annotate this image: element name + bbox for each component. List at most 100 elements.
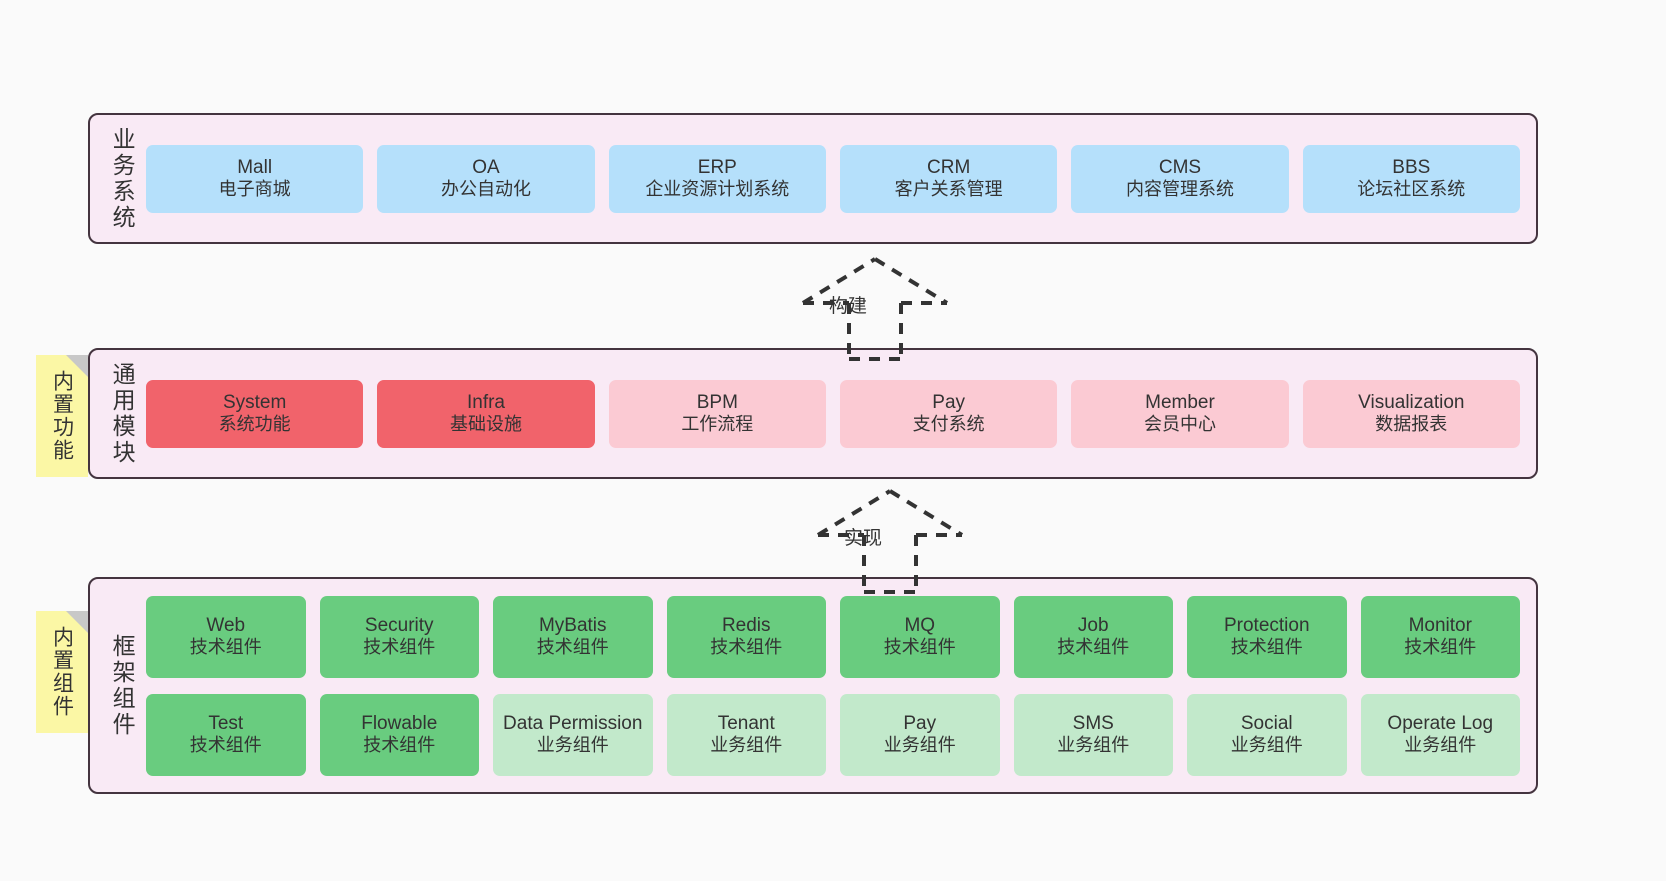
component-name: BPM: [696, 391, 738, 413]
component-name: Pay: [903, 712, 937, 734]
component-name: Infra: [466, 391, 505, 413]
component-name: Mall: [237, 156, 273, 178]
component-name: Test: [208, 712, 244, 734]
component-desc: 业务组件: [710, 735, 783, 756]
connector-build: 构建: [775, 255, 975, 361]
component-desc: 业务组件: [1404, 735, 1477, 756]
component-name: MyBatis: [538, 614, 607, 636]
note-tag-framework-component: 内置组件: [36, 611, 88, 733]
note-tag-label: 内置功能: [50, 370, 74, 462]
layer-title-business-system: 业务系统: [109, 126, 136, 231]
component-name: System: [222, 391, 287, 413]
connector-implement: 实现: [790, 487, 990, 594]
component-name: OA: [472, 156, 500, 178]
component-name: Flowable: [361, 712, 438, 734]
component-desc: 支付系统: [912, 414, 985, 435]
component-desc: 数据报表: [1375, 414, 1448, 435]
connector-label-build: 构建: [829, 296, 868, 317]
component-desc: 基础设施: [449, 414, 522, 435]
component-name: Member: [1145, 391, 1215, 413]
component-desc: 技术组件: [189, 735, 262, 756]
component-desc: 企业资源计划系统: [645, 179, 790, 200]
component-desc: 技术组件: [883, 637, 956, 658]
component-name: Visualization: [1358, 391, 1465, 413]
layer-title-framework-component: 框架组件: [109, 633, 136, 738]
component-desc: 技术组件: [1230, 637, 1303, 658]
component-name: Tenant: [717, 712, 775, 734]
component-name: ERP: [697, 156, 737, 178]
connector-label-implement: 实现: [844, 528, 883, 549]
component-name: CMS: [1158, 156, 1202, 178]
component-desc: 业务组件: [536, 735, 609, 756]
component-desc: 论坛社区系统: [1357, 179, 1466, 200]
component-desc: 业务组件: [883, 735, 956, 756]
component-name: CRM: [927, 156, 971, 178]
component-desc: 业务组件: [1057, 735, 1130, 756]
component-name: MQ: [904, 614, 936, 636]
component-name: Monitor: [1408, 614, 1472, 636]
component-name: Redis: [721, 614, 771, 636]
component-desc: 技术组件: [710, 637, 783, 658]
component-desc: 电子商城: [218, 179, 291, 200]
component-desc: 内容管理系统: [1125, 179, 1234, 200]
note-tag-common-module: 内置功能: [36, 355, 88, 477]
component-desc: 技术组件: [536, 637, 609, 658]
component-desc: 会员中心: [1143, 414, 1216, 435]
component-name: Protection: [1223, 614, 1310, 636]
component-name: Security: [364, 614, 434, 636]
note-tag-label: 内置组件: [50, 626, 74, 718]
layer-title-common-module: 通用模块: [109, 361, 136, 466]
component-desc: 技术组件: [189, 637, 262, 658]
component-desc: 系统功能: [218, 414, 291, 435]
component-name: Web: [206, 614, 246, 636]
component-name: Data Permission: [503, 712, 643, 734]
component-desc: 客户关系管理: [894, 179, 1003, 200]
component-desc: 技术组件: [1404, 637, 1477, 658]
component-desc: 技术组件: [363, 637, 436, 658]
component-name: Operate Log: [1387, 712, 1494, 734]
component-name: Pay: [932, 391, 966, 413]
component-name: Job: [1077, 614, 1109, 636]
connector-shape-build: [801, 257, 949, 361]
component-name: Social: [1240, 712, 1293, 734]
component-name: SMS: [1072, 712, 1114, 734]
component-desc: 办公自动化: [440, 179, 531, 200]
